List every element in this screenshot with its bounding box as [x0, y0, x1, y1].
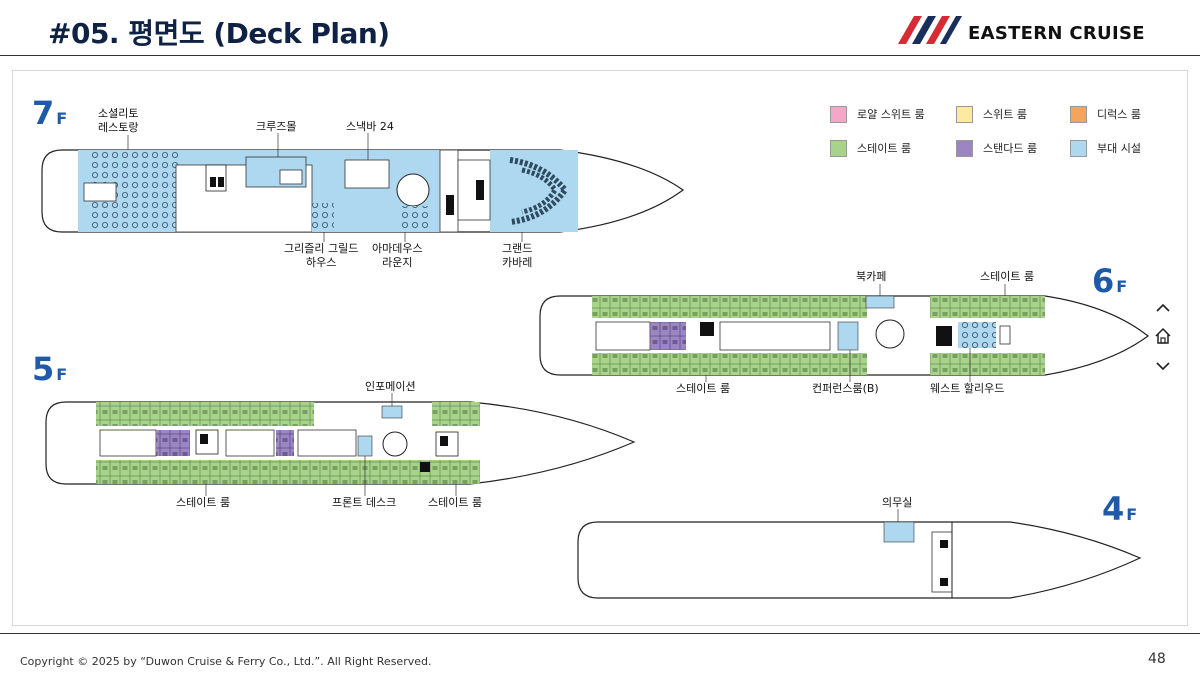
deck-7-plan: [41, 149, 685, 233]
brand-logo: EASTERN CRUISE: [898, 14, 1158, 46]
brand-logo-mark-icon: [898, 16, 962, 44]
label-social-restaurant: 소셜리토 레스토랑: [98, 107, 139, 134]
deck-6-staterooms-top-left: [592, 296, 867, 318]
chevron-up-icon: [1156, 303, 1170, 312]
deck-5-information: [381, 405, 403, 419]
page-title: #05. 평면도 (Deck Plan): [48, 17, 390, 50]
deck-6-staterooms-bottom-right: [930, 353, 1045, 375]
home-icon: [1155, 327, 1171, 344]
label-conference-room: 컨퍼런스룸(B): [812, 382, 879, 395]
label-snack-bar: 스낵바 24: [346, 120, 394, 133]
legend-swatch-suite: [956, 105, 973, 123]
legend-stateroom: 스테이트 룸: [830, 139, 911, 157]
deck-6-book-cafe: [865, 295, 895, 309]
deck-4-plan: [577, 521, 1142, 599]
legend-swatch-facility: [1070, 139, 1087, 157]
deck-5-plan: [45, 401, 636, 485]
label-information: 인포메이션: [365, 380, 416, 393]
label-stateroom-5f-left: 스테이트 룸: [176, 496, 231, 509]
footer-divider: [0, 633, 1200, 634]
next-slide-button[interactable]: [1150, 353, 1176, 379]
legend-swatch-standard: [956, 139, 973, 157]
deck-6-standard-rooms: [650, 322, 686, 350]
legend-swatch-deluxe: [1070, 105, 1087, 123]
deck-4-infirmary: [883, 521, 915, 543]
deck-5-staterooms-bottom-left: [96, 460, 480, 484]
deck-5-staterooms-top-right: [432, 402, 480, 426]
label-stateroom-6f-bottom: 스테이트 룸: [676, 382, 731, 395]
legend-facility: 부대 시설: [1070, 139, 1141, 157]
deck-5-staterooms-top-left: [96, 402, 314, 426]
label-amadeus-lounge: 아마데우스 라운지: [372, 242, 423, 269]
deck-6-west-hollywood: [958, 322, 996, 348]
deck-5-standard-rooms-left: [156, 430, 190, 456]
deck-6-conference-room: [837, 321, 859, 351]
label-grizzly-grilled-house: 그리즐리 그릴드 하우스: [284, 242, 359, 269]
previous-slide-button[interactable]: [1150, 295, 1176, 321]
page-header: #05. 평면도 (Deck Plan) EASTERN CRUISE: [0, 0, 1200, 56]
legend-royal-suite: 로얄 스위트 룸: [830, 105, 925, 123]
label-west-hollywood: 웨스트 할리우드: [930, 382, 1005, 395]
slide-navigation: [1150, 295, 1176, 381]
copyright-text: Copyright © 2025 by “Duwon Cruise & Ferr…: [20, 655, 432, 668]
label-front-desk: 프론트 데스크: [332, 496, 397, 509]
legend-standard: 스탠다드 룸: [956, 139, 1037, 157]
label-book-cafe: 북카페: [856, 270, 887, 283]
deck-4-hull: [577, 521, 1142, 599]
label-grand-cabaret: 그랜드 카바레: [502, 242, 533, 269]
deck-6-staterooms-bottom-left: [592, 353, 867, 375]
deck-5-front-desk: [357, 435, 373, 457]
chevron-down-icon: [1156, 362, 1170, 371]
room-type-legend: 로얄 스위트 룸 스위트 룸 디럭스 룸 스테이트 룸 스탠다드 룸 부대 시설: [830, 105, 1160, 165]
label-infirmary: 의무실: [882, 496, 913, 509]
legend-suite: 스위트 룸: [956, 105, 1027, 123]
legend-swatch-stateroom: [830, 139, 847, 157]
label-stateroom-5f-right: 스테이트 룸: [428, 496, 483, 509]
label-leader-lines: [127, 133, 1006, 522]
brand-name: EASTERN CRUISE: [968, 23, 1145, 44]
label-stateroom-6f-top: 스테이트 룸: [980, 270, 1035, 283]
deck-5-standard-rooms-right: [276, 430, 294, 456]
deck-6-plan: [539, 295, 1149, 376]
legend-deluxe: 디럭스 룸: [1070, 105, 1141, 123]
legend-swatch-royal-suite: [830, 105, 847, 123]
page-number: 48: [1148, 651, 1166, 667]
label-cruise-mall: 크루즈몰: [256, 120, 297, 133]
deck-6-staterooms-top-right: [930, 296, 1045, 318]
home-button[interactable]: [1150, 323, 1176, 349]
